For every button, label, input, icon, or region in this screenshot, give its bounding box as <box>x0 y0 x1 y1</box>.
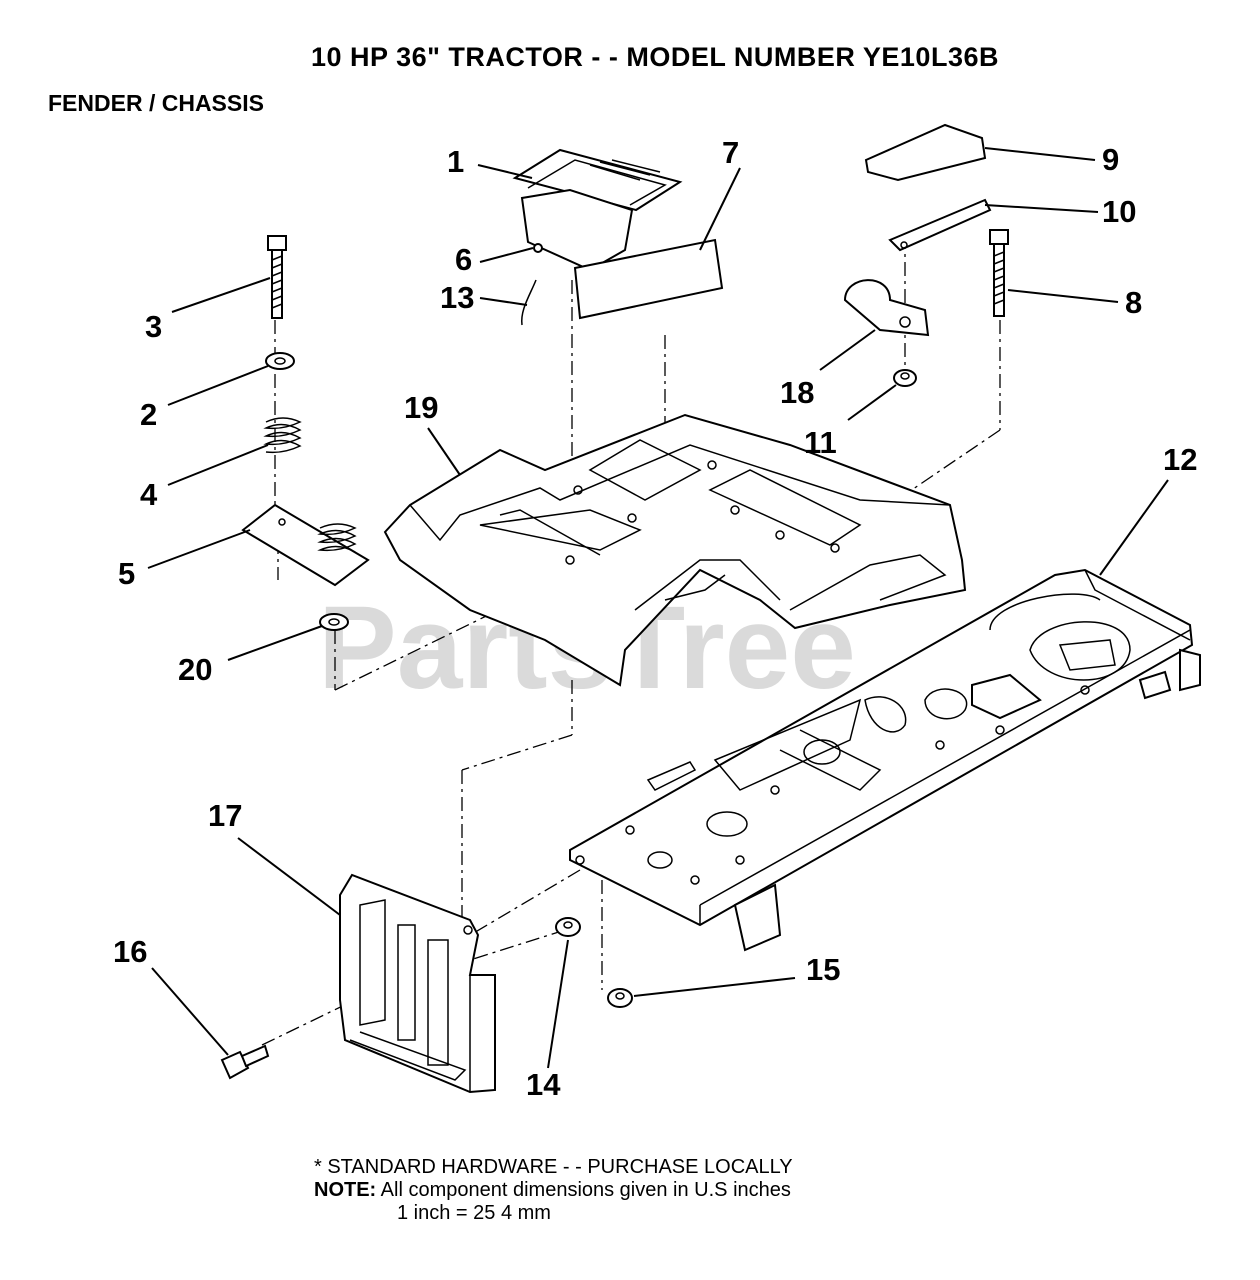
part-12-chassis <box>569 568 1201 952</box>
callout-8: 8 <box>1125 285 1142 320</box>
dimension-note: NOTE: All component dimensions given in … <box>314 1179 793 1202</box>
callout-4: 4 <box>140 477 158 512</box>
diagram-title: 10 HP 36" TRACTOR - - MODEL NUMBER YE10L… <box>311 42 999 72</box>
part-20-washer <box>319 613 349 631</box>
callout-1: 1 <box>447 144 464 179</box>
part-15-nut <box>607 988 633 1008</box>
part-3-bolt <box>267 235 287 319</box>
callout-19: 19 <box>404 390 438 425</box>
callout-17: 17 <box>208 798 242 833</box>
part-16-bolt <box>220 1044 270 1080</box>
callout-14: 14 <box>526 1067 561 1102</box>
callout-numbers: 1 7 6 13 9 10 8 18 11 19 12 3 2 4 5 20 1… <box>113 135 1197 1102</box>
part-6-13-hose <box>521 243 543 326</box>
callout-6: 6 <box>455 242 472 277</box>
part-1-box <box>512 148 683 272</box>
part-4-spring <box>263 417 302 454</box>
part-19-fender <box>383 413 967 687</box>
callout-3: 3 <box>145 309 162 344</box>
callout-20: 20 <box>178 652 212 687</box>
callout-15: 15 <box>806 952 840 987</box>
callout-13: 13 <box>440 280 474 315</box>
part-18-clamp <box>843 279 930 337</box>
standard-hardware-note: * STANDARD HARDWARE - - PURCHASE LOCALLY <box>314 1156 793 1178</box>
callout-18: 18 <box>780 375 814 410</box>
callout-12: 12 <box>1163 442 1197 477</box>
conversion-note: 1 inch = 25 4 mm <box>397 1202 551 1224</box>
callout-10: 10 <box>1102 194 1136 229</box>
note-label: NOTE: <box>314 1179 377 1201</box>
callout-9: 9 <box>1102 142 1119 177</box>
part-9-10-brackets <box>864 123 992 252</box>
part-7-decal <box>573 238 724 320</box>
callout-7: 7 <box>722 135 739 170</box>
footer-notes: * STANDARD HARDWARE - - PURCHASE LOCALLY… <box>314 1156 793 1225</box>
part-2-washer <box>265 352 295 370</box>
part-8-bolt <box>989 229 1009 317</box>
callout-11: 11 <box>804 425 837 460</box>
callout-5: 5 <box>118 556 135 591</box>
leader-lines <box>147 147 1169 1069</box>
part-17-panel <box>339 873 496 1094</box>
diagram-subtitle: FENDER / CHASSIS <box>48 90 264 116</box>
part-5-plate <box>241 503 370 587</box>
part-14-nut <box>555 917 581 937</box>
callout-16: 16 <box>113 934 147 969</box>
callout-2: 2 <box>140 397 157 432</box>
part-11-nut <box>893 369 917 387</box>
note-text: All component dimensions given in U.S in… <box>380 1179 791 1201</box>
